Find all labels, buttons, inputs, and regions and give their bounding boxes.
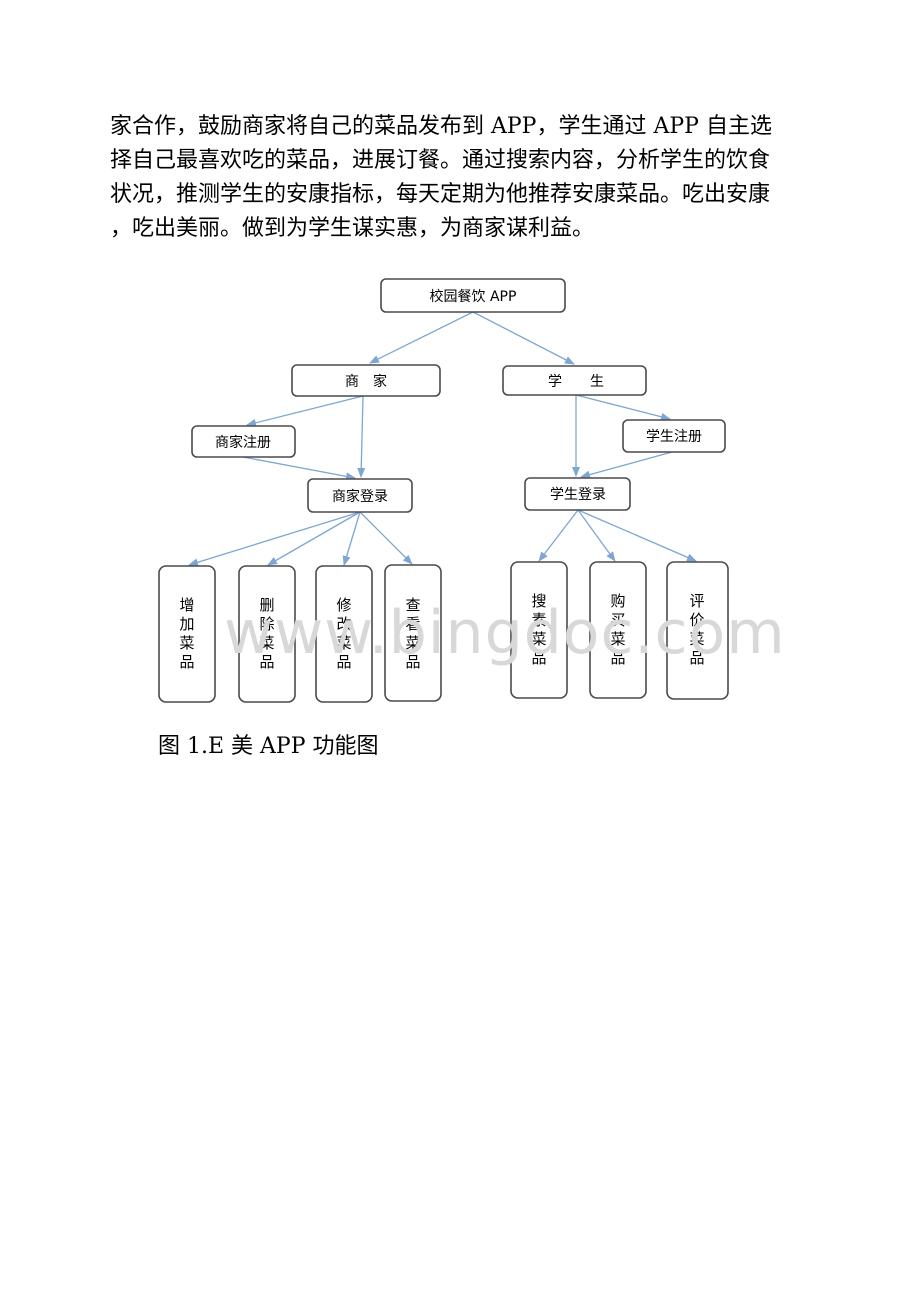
student-register-label: 学生注册 xyxy=(646,429,702,445)
function-char: 品 xyxy=(405,653,420,671)
function-search-dish: 搜 素 菜 品 xyxy=(510,561,568,699)
function-char: 买 xyxy=(610,611,625,629)
merchant-login-node: 商家登录 xyxy=(307,478,413,513)
function-buy-dish: 购 买 菜 品 xyxy=(589,561,647,699)
function-char: 看 xyxy=(405,615,420,633)
function-char: 菜 xyxy=(405,634,420,652)
function-char: 删 xyxy=(259,596,274,614)
function-char: 购 xyxy=(610,592,625,610)
paragraph-line: ，吃出美丽。做到为学生谋实惠，为商家谋利益。 xyxy=(110,216,595,241)
function-char: 搜 xyxy=(531,592,546,610)
body-paragraph: 家合作，鼓励商家将自己的菜品发布到 APP，学生通过 APP 自主选 择自己最喜… xyxy=(110,110,810,246)
function-char: 增 xyxy=(179,596,194,614)
function-char: 除 xyxy=(259,615,274,633)
paragraph-line: 择自己最喜欢吃的菜品，进展订餐。通过搜索内容，分析学生的饮食 xyxy=(110,148,771,173)
function-char: 价 xyxy=(689,611,704,629)
student-node: 学 生 xyxy=(502,365,647,396)
paragraph-line: 家合作，鼓励商家将自己的菜品发布到 APP，学生通过 APP 自主选 xyxy=(110,114,772,139)
root-node: 校园餐饮 APP xyxy=(380,278,566,313)
function-char: 评 xyxy=(689,592,704,610)
function-char: 菜 xyxy=(336,634,351,652)
root-label: 校园餐饮 APP xyxy=(430,288,517,305)
function-rate-dish: 评 价 菜 品 xyxy=(666,561,729,700)
function-char: 菜 xyxy=(610,630,625,648)
connector-arrows xyxy=(188,311,697,567)
function-modify-dish: 修 改 菜 品 xyxy=(315,565,373,703)
function-char: 品 xyxy=(259,653,274,671)
function-view-dish: 查 看 菜 品 xyxy=(384,564,442,702)
function-delete-dish: 删 除 菜 品 xyxy=(238,565,296,703)
function-char: 素 xyxy=(531,611,546,629)
function-char: 修 xyxy=(336,596,351,614)
function-char: 查 xyxy=(405,596,420,614)
function-char: 品 xyxy=(336,653,351,671)
student-register-node: 学生注册 xyxy=(622,419,726,453)
merchant-label: 商 家 xyxy=(345,373,387,390)
function-char: 菜 xyxy=(531,630,546,648)
figure-caption: 图 1.E 美 APP 功能图 xyxy=(158,734,379,759)
function-char: 改 xyxy=(336,615,351,633)
function-char: 菜 xyxy=(689,630,704,648)
function-char: 加 xyxy=(179,615,194,633)
merchant-register-label: 商家注册 xyxy=(215,434,271,451)
function-add-dish: 增 加 菜 品 xyxy=(158,565,216,703)
paragraph-line: 状况，推测学生的安康指标，每天定期为他推荐安康菜品。吃出安康 xyxy=(110,182,771,207)
merchant-register-node: 商家注册 xyxy=(191,425,296,458)
merchant-login-label: 商家登录 xyxy=(332,488,388,505)
function-char: 菜 xyxy=(179,634,194,652)
student-login-node: 学生登录 xyxy=(524,477,631,511)
merchant-node: 商 家 xyxy=(291,364,441,397)
function-char: 品 xyxy=(610,649,625,667)
function-char: 品 xyxy=(179,653,194,671)
student-login-label: 学生登录 xyxy=(550,487,606,503)
function-char: 品 xyxy=(689,649,704,667)
function-char: 菜 xyxy=(259,634,274,652)
student-label: 学 生 xyxy=(548,374,604,390)
function-char: 品 xyxy=(531,649,546,667)
